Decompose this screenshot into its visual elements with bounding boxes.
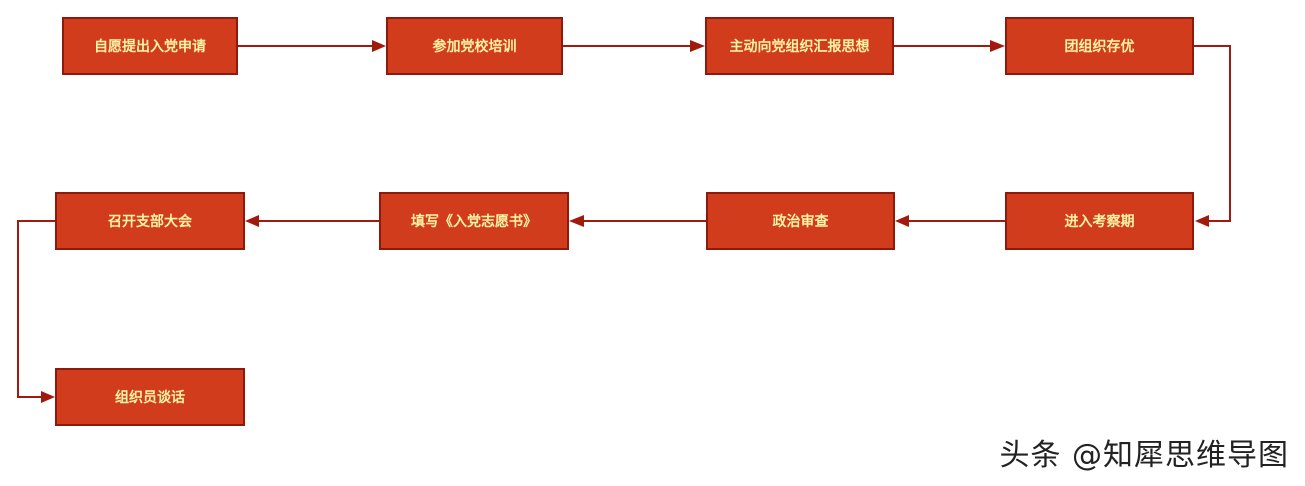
edge-n4-n5 [1194, 45, 1231, 227]
arrowhead-icon [990, 40, 1005, 52]
node-label: 进入考察期 [1064, 214, 1135, 230]
node-label: 召开支部大会 [108, 214, 192, 230]
edge-n7-n8 [245, 215, 379, 227]
edge-n6-n7 [569, 215, 706, 227]
watermark: 头条 @知犀思维导图 [999, 438, 1289, 473]
arrowhead-icon [245, 215, 259, 227]
connector-line [1194, 45, 1231, 222]
edge-n3-n4 [894, 40, 1005, 52]
node-organizer-talk[interactable]: 组织员谈话 [55, 368, 245, 426]
arrowhead-icon [569, 215, 584, 227]
node-league-recommend[interactable]: 团组织存优 [1005, 17, 1194, 75]
node-label: 组织员谈话 [115, 390, 185, 406]
arrowhead-icon [895, 215, 909, 227]
node-apply[interactable]: 自愿提出入党申请 [62, 17, 238, 75]
node-probation[interactable]: 进入考察期 [1005, 192, 1194, 250]
arrowhead-icon [690, 40, 705, 52]
edge-n2-n3 [563, 40, 705, 52]
node-label: 自愿提出入党申请 [94, 39, 206, 55]
arrowhead-icon [372, 40, 386, 52]
node-label: 团组织存优 [1064, 39, 1135, 55]
edge-n1-n2 [238, 40, 386, 52]
node-label: 填写《入党志愿书》 [411, 214, 537, 230]
node-label: 主动向党组织汇报思想 [729, 39, 870, 55]
arrowhead-icon [1195, 215, 1209, 227]
edge-n5-n6 [895, 215, 1005, 227]
node-branch-meeting[interactable]: 召开支部大会 [55, 192, 245, 250]
node-fill-application[interactable]: 填写《入党志愿书》 [379, 192, 569, 250]
node-party-school-training[interactable]: 参加党校培训 [386, 17, 563, 75]
edge-n8-n9 [17, 220, 55, 403]
connector-line [17, 220, 55, 398]
arrowhead-icon [41, 391, 55, 403]
node-label: 参加党校培训 [432, 39, 517, 55]
node-label: 政治审查 [772, 214, 829, 230]
node-report-thoughts[interactable]: 主动向党组织汇报思想 [705, 17, 894, 75]
node-political-review[interactable]: 政治审查 [706, 192, 895, 250]
